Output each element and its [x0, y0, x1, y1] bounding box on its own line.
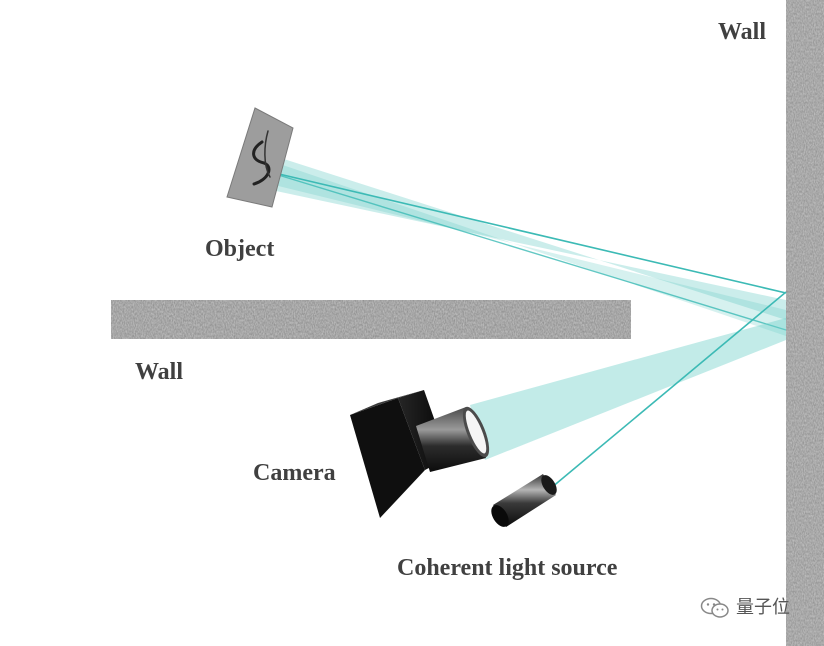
- watermark: 量子位: [700, 597, 790, 619]
- light-source-label: Coherent light source: [397, 555, 618, 581]
- object-plate: [226, 107, 294, 208]
- laser-beam: [550, 291, 787, 489]
- middle-wall: [111, 300, 631, 339]
- camera-label: Camera: [253, 460, 336, 486]
- coherent-light-source: [491, 474, 557, 527]
- object-label: Object: [205, 236, 275, 262]
- middle-wall-label: Wall: [135, 359, 184, 385]
- camera-view-cone: [470, 318, 786, 460]
- right-wall: [786, 0, 824, 646]
- watermark-text: 量子位: [736, 597, 790, 618]
- object-light-beams: [261, 152, 787, 336]
- wechat-icon: [700, 597, 729, 618]
- right-wall-label: Wall: [718, 19, 767, 45]
- camera: [350, 390, 490, 518]
